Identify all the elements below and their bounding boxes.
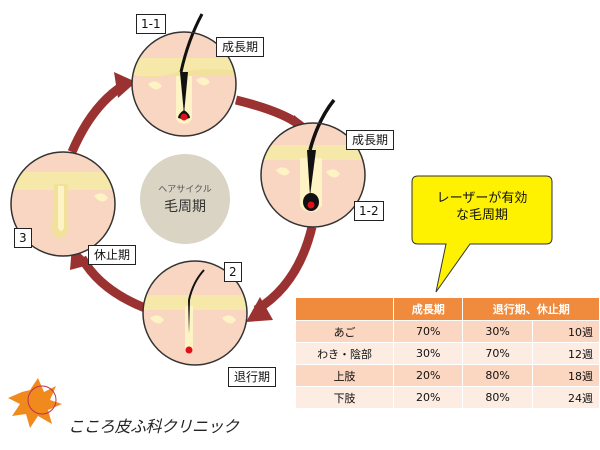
table-header-cell: 退行期、休止期 bbox=[462, 297, 600, 321]
table-cell: あご bbox=[294, 320, 395, 343]
stage-2-index: 2 bbox=[224, 262, 242, 282]
table-row: あご 70% 30% 10週 bbox=[294, 320, 600, 343]
arrow-head-3 bbox=[246, 297, 273, 322]
table-header-cell bbox=[294, 297, 395, 321]
table-header-cell: 成長期 bbox=[393, 297, 464, 321]
table-cell: 30% bbox=[393, 342, 464, 365]
table-cell: 12週 bbox=[531, 342, 600, 365]
stage-1-1-index: 1-1 bbox=[136, 14, 166, 34]
center-subtitle: ヘアサイクル bbox=[158, 185, 212, 195]
table-cell: 20% bbox=[393, 364, 464, 387]
table-cell: 18週 bbox=[531, 364, 600, 387]
callout-line-1: レーザーが有効 bbox=[436, 191, 528, 206]
table-cell: 20% bbox=[393, 386, 464, 409]
table-cell: 24週 bbox=[531, 386, 600, 409]
table-cell: わき・陰部 bbox=[294, 342, 395, 365]
arc-3-to-4 bbox=[78, 255, 147, 313]
table-cell: 80% bbox=[462, 364, 533, 387]
center-title: 毛周期 bbox=[164, 199, 206, 215]
stage-2-phase-label: 退行期 bbox=[228, 367, 277, 387]
arrow-head-1 bbox=[114, 72, 136, 98]
table-row: わき・陰部 30% 70% 12週 bbox=[294, 342, 600, 365]
stage-1-2-illustration bbox=[260, 98, 366, 228]
callout-line-2: な毛周期 bbox=[455, 208, 508, 223]
arc-1-to-2 bbox=[234, 95, 305, 131]
arc-4-to-1 bbox=[67, 81, 127, 154]
stage-1-2-index: 1-2 bbox=[354, 201, 384, 221]
stage-3-index: 3 bbox=[14, 228, 32, 248]
arc-2-to-3 bbox=[253, 225, 317, 314]
hair-cycle-table: 成長期 退行期、休止期 あご 70% 30% 10週 わき・陰部 30% 70%… bbox=[294, 297, 600, 409]
table-cell: 30% bbox=[462, 320, 533, 343]
clinic-logo-mark bbox=[8, 378, 62, 428]
table-header-row: 成長期 退行期、休止期 bbox=[294, 297, 600, 321]
stage-3-phase-label: 休止期 bbox=[88, 245, 137, 265]
table-cell: 80% bbox=[462, 386, 533, 409]
callout-text: レーザーが有効 な毛周期 bbox=[414, 190, 550, 224]
callout-bubble bbox=[411, 175, 553, 293]
table-cell: 下肢 bbox=[294, 386, 395, 409]
table-cell: 70% bbox=[462, 342, 533, 365]
stage-1-2-phase-label: 成長期 bbox=[346, 130, 395, 150]
center-disc bbox=[140, 154, 230, 244]
stage-1-1-phase-label: 成長期 bbox=[216, 37, 265, 57]
table-cell: 10週 bbox=[531, 320, 600, 343]
table-cell: 上肢 bbox=[294, 364, 395, 387]
table-row: 下肢 20% 80% 24週 bbox=[294, 386, 600, 409]
table-row: 上肢 20% 80% 18週 bbox=[294, 364, 600, 387]
clinic-logo-text: こころ皮ふ科クリニック bbox=[68, 417, 239, 436]
table-cell: 70% bbox=[393, 320, 464, 343]
stage-1-1-illustration bbox=[131, 13, 237, 137]
